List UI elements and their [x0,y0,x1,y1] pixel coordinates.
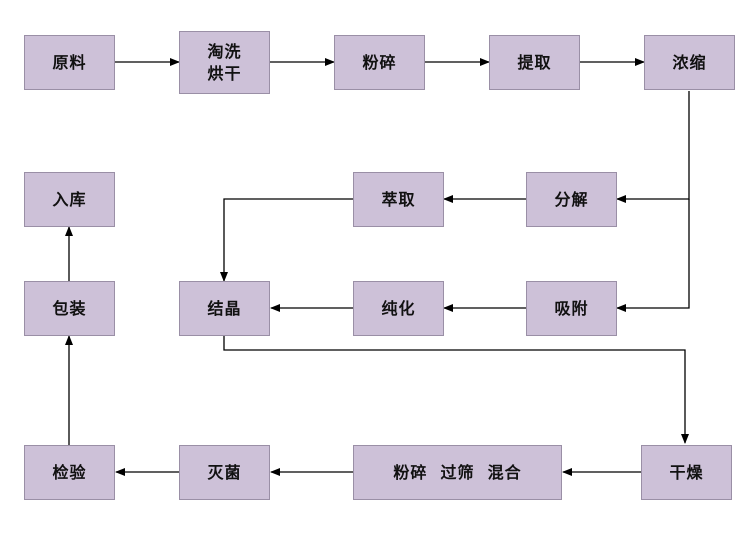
node-decompose: 分解 [526,172,617,227]
node-purify: 纯化 [353,281,444,336]
node-concentrate: 浓缩 [644,35,735,90]
node-crystallize: 结晶 [179,281,270,336]
edge-concentrate-to-decompose [616,91,690,203]
node-storage: 入库 [24,172,115,227]
node-raw-material: 原料 [24,35,115,90]
node-dry: 干燥 [641,445,732,500]
node-inspect: 检验 [24,445,115,500]
node-crush-sieve-mix: 粉碎 过筛 混合 [353,445,562,500]
node-crush-1: 粉碎 [334,35,425,90]
node-extract: 提取 [489,35,580,90]
edge-concentrate-to-adsorb [616,199,690,312]
node-sterilize: 灭菌 [179,445,270,500]
node-package: 包装 [24,281,115,336]
node-solvent-extract: 萃取 [353,172,444,227]
node-adsorb: 吸附 [526,281,617,336]
edge-solvent-extract-to-crystallize [220,198,353,282]
edge-crystallize-to-dry [223,336,689,444]
node-wash-dry: 淘洗 烘干 [179,31,270,94]
